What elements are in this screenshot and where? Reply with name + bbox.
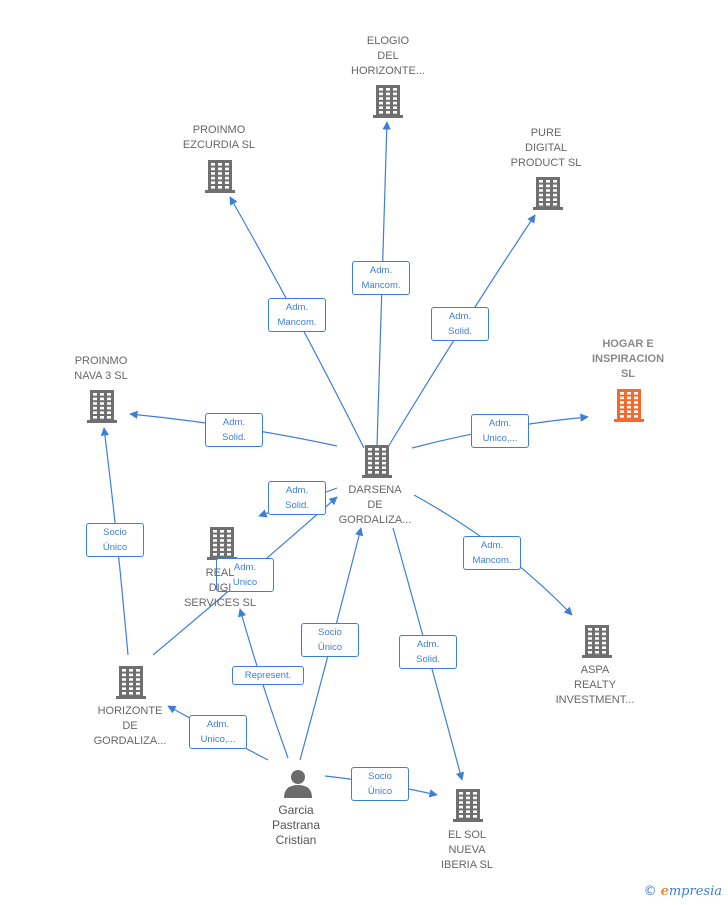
node-label-aspa[interactable]: ASPA REALTY INVESTMENT... [555, 664, 635, 706]
edge-label-darsena-to-proinmo_ezcurdia[interactable]: Adm. Mancom. [268, 298, 326, 332]
node-label-garcia[interactable]: Garcia Pastrana Cristian [271, 803, 321, 847]
building-icon[interactable] [87, 390, 117, 423]
building-icon[interactable] [116, 666, 146, 699]
edge-label-garcia-to-real_digi[interactable]: Represent. [232, 665, 304, 685]
edge-label-darsena-to-elogio[interactable]: Adm. Mancom. [352, 261, 410, 295]
edge-label-garcia-to-darsena[interactable]: Socio Único [301, 623, 359, 657]
edge-label-darsena-to-real_digi[interactable]: Adm. Solid. [268, 481, 326, 515]
edge-label-darsena-to-aspa[interactable]: Adm. Mancom. [463, 536, 521, 570]
building-icon[interactable] [453, 789, 483, 822]
edge-label-garcia-to-el_sol[interactable]: Socio Único [351, 767, 409, 801]
building-icon[interactable] [614, 389, 644, 422]
node-label-pure_digital[interactable]: PURE DIGITAL PRODUCT SL [510, 127, 582, 169]
building-icon[interactable] [362, 445, 392, 478]
node-label-proinmo_nava[interactable]: PROINMO NAVA 3 SL [74, 355, 128, 382]
copyright-symbol: © [643, 884, 657, 899]
node-label-hogar[interactable]: HOGAR E INSPIRACION SL [591, 338, 665, 380]
building-icon[interactable] [373, 85, 403, 118]
edge-darsena-to-elogio [376, 121, 391, 447]
edge-label-darsena-to-pure_digital[interactable]: Adm. Solid. [431, 307, 489, 341]
node-label-real_digi[interactable]: REAL DIGI SERVICES SL [184, 567, 256, 609]
building-icon[interactable] [582, 625, 612, 658]
node-label-darsena[interactable]: DARSENA DE GORDALIZA... [338, 484, 412, 526]
building-icon[interactable] [207, 527, 237, 560]
node-label-horizonte[interactable]: HORIZONTE DE GORDALIZA... [93, 705, 167, 747]
edge-label-horizonte-to-proinmo_nava[interactable]: Socio Único [86, 523, 144, 557]
edge-label-darsena-to-el_sol[interactable]: Adm. Solid. [399, 635, 457, 669]
brand-name: mpresia [668, 884, 722, 899]
edge-label-darsena-to-proinmo_nava[interactable]: Adm. Solid. [205, 413, 263, 447]
building-icon[interactable] [533, 177, 563, 210]
node-label-el_sol[interactable]: EL SOL NUEVA IBERIA SL [441, 829, 493, 871]
building-icon[interactable] [205, 160, 235, 193]
edge-label-horizonte-to-darsena[interactable]: Adm. Unico [216, 558, 274, 592]
edge-label-darsena-to-hogar[interactable]: Adm. Unico,... [471, 414, 529, 448]
node-label-elogio[interactable]: ELOGIO DEL HORIZONTE... [351, 35, 425, 77]
brand-initial: e [660, 884, 669, 899]
node-label-proinmo_ezcurdia[interactable]: PROINMO EZCURDIA SL [182, 124, 256, 151]
person-icon[interactable] [284, 770, 312, 798]
empresia-logo[interactable]: ©empresia [644, 884, 722, 899]
edge-label-garcia-to-horizonte[interactable]: Adm. Unico,... [189, 715, 247, 749]
